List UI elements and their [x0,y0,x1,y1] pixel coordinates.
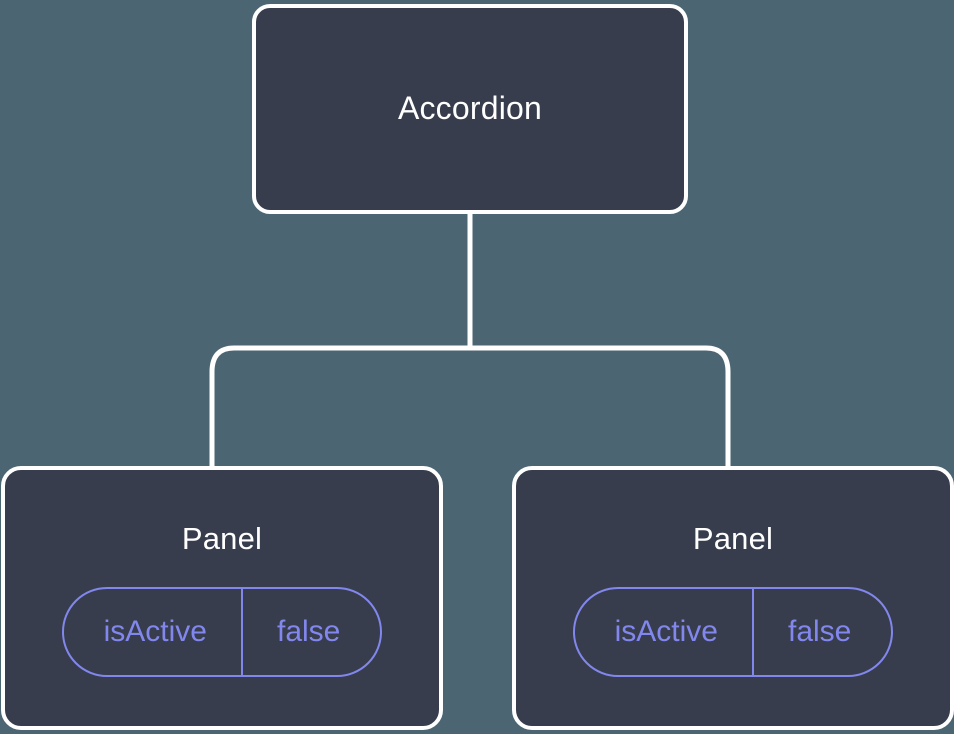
edge-to-panel-1 [470,345,731,470]
edge-to-panel-0 [209,345,470,470]
node-title: Panel [692,521,774,556]
node-accordion[interactable]: Accordion [252,4,688,214]
prop-key: isActive [614,615,718,649]
prop-badge-isactive[interactable]: isActive false [61,587,383,678]
node-title: Panel [181,521,263,556]
node-panel-1[interactable]: Panel isActive false [512,466,954,730]
node-title: Accordion [397,90,543,127]
prop-key: isActive [103,615,207,649]
prop-value: false [751,589,891,676]
prop-badge-isactive[interactable]: isActive false [572,587,894,678]
node-panel-0[interactable]: Panel isActive false [1,466,443,730]
prop-value: false [240,589,380,676]
